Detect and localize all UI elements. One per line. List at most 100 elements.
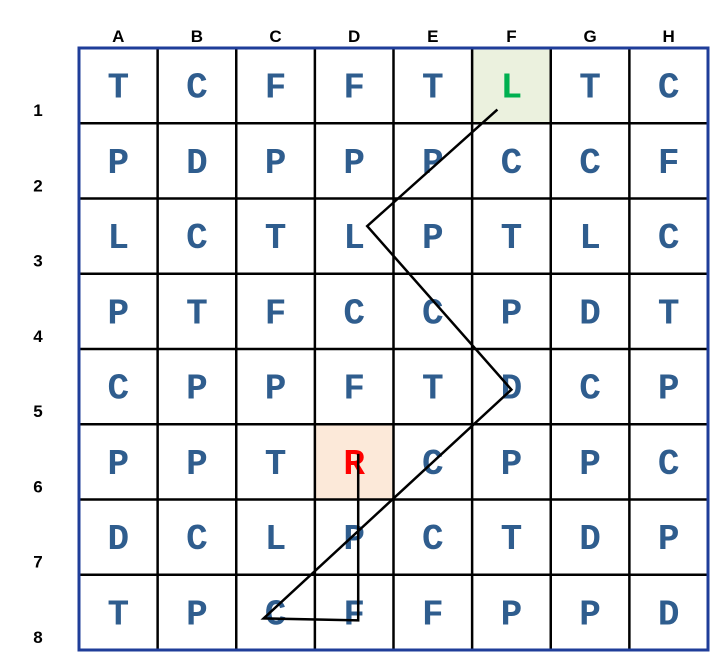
cell-g4[interactable]: D: [550, 273, 630, 349]
cell-e2[interactable]: P: [393, 123, 473, 199]
cell-g6[interactable]: P: [550, 424, 630, 500]
cell-f6[interactable]: P: [472, 424, 551, 500]
cell-e8[interactable]: F: [393, 574, 473, 650]
cell-letter: T: [658, 293, 680, 334]
cell-b3[interactable]: C: [157, 198, 237, 274]
cell-g5[interactable]: C: [550, 349, 630, 425]
cell-e3[interactable]: P: [393, 198, 473, 274]
cell-c6[interactable]: T: [236, 424, 315, 500]
cell-d2[interactable]: P: [314, 123, 394, 199]
cell-background: [79, 499, 158, 575]
cell-a3[interactable]: L: [79, 198, 158, 274]
cell-b8[interactable]: P: [157, 574, 237, 650]
cell-background: [472, 123, 551, 199]
cell-h6[interactable]: C: [629, 424, 708, 500]
cell-a2[interactable]: P: [79, 123, 158, 199]
cell-background: [472, 574, 551, 650]
cell-letter: C: [186, 519, 208, 560]
cell-d4[interactable]: C: [314, 273, 394, 349]
board-border: [77, 46, 710, 652]
cell-background: [393, 349, 473, 425]
row-label-5: 5: [33, 402, 42, 421]
cell-letter: P: [186, 594, 208, 635]
cell-c2[interactable]: P: [236, 123, 315, 199]
cell-a8[interactable]: T: [79, 574, 158, 650]
cell-background: [79, 198, 158, 274]
cell-g8[interactable]: P: [550, 574, 630, 650]
cell-f1[interactable]: L: [472, 48, 551, 124]
cell-letter: P: [108, 293, 130, 334]
cell-background: [236, 48, 315, 124]
cell-a1[interactable]: T: [79, 48, 158, 124]
cell-background: [472, 48, 551, 124]
cell-letter: P: [108, 143, 130, 184]
cell-b5[interactable]: P: [157, 349, 237, 425]
cell-c1[interactable]: F: [236, 48, 315, 124]
cell-letter: C: [501, 143, 523, 184]
cell-letter: D: [108, 519, 130, 560]
cell-b7[interactable]: C: [157, 499, 237, 575]
cell-background: [629, 424, 708, 500]
cell-letter: P: [579, 594, 601, 635]
cell-a5[interactable]: C: [79, 349, 158, 425]
cell-h8[interactable]: D: [629, 574, 708, 650]
cell-h1[interactable]: C: [629, 48, 708, 124]
cell-g2[interactable]: C: [550, 123, 630, 199]
cell-d1[interactable]: F: [314, 48, 394, 124]
cell-letter: T: [265, 444, 287, 485]
cell-h3[interactable]: C: [629, 198, 708, 274]
cell-letter: C: [265, 594, 287, 635]
cell-letter: P: [501, 293, 523, 334]
cell-e1[interactable]: T: [393, 48, 473, 124]
cell-f8[interactable]: P: [472, 574, 551, 650]
cell-h7[interactable]: P: [629, 499, 708, 575]
cell-a4[interactable]: P: [79, 273, 158, 349]
cell-background: [79, 349, 158, 425]
cell-d5[interactable]: F: [314, 349, 394, 425]
cell-c3[interactable]: T: [236, 198, 315, 274]
cell-letter: F: [422, 594, 444, 635]
cell-d3[interactable]: L: [314, 198, 394, 274]
cell-g1[interactable]: T: [550, 48, 630, 124]
cell-c7[interactable]: L: [236, 499, 315, 575]
cell-g7[interactable]: D: [550, 499, 630, 575]
cell-background: [236, 123, 315, 199]
cell-c8[interactable]: C: [236, 574, 315, 650]
cell-letter: F: [343, 68, 365, 109]
cell-b6[interactable]: P: [157, 424, 237, 500]
cell-f3[interactable]: T: [472, 198, 551, 274]
cell-a7[interactable]: D: [79, 499, 158, 575]
cell-background: [157, 123, 237, 199]
cell-d8[interactable]: F: [314, 574, 394, 650]
cell-h5[interactable]: P: [629, 349, 708, 425]
cell-b2[interactable]: D: [157, 123, 237, 199]
cell-d6[interactable]: R: [314, 424, 394, 500]
cell-e7[interactable]: C: [393, 499, 473, 575]
cell-h4[interactable]: T: [629, 273, 708, 349]
cell-c4[interactable]: F: [236, 273, 315, 349]
cell-a6[interactable]: P: [79, 424, 158, 500]
cell-f7[interactable]: T: [472, 499, 551, 575]
cell-f4[interactable]: P: [472, 273, 551, 349]
cell-b1[interactable]: C: [157, 48, 237, 124]
cell-background: [157, 499, 237, 575]
cell-letter: C: [343, 293, 365, 334]
cell-background: [157, 48, 237, 124]
cell-b4[interactable]: T: [157, 273, 237, 349]
cell-e5[interactable]: T: [393, 349, 473, 425]
cell-background: [550, 499, 630, 575]
cell-letter: C: [422, 519, 444, 560]
column-label-c: C: [269, 27, 281, 46]
cell-g3[interactable]: L: [550, 198, 630, 274]
cell-e4[interactable]: C: [393, 273, 473, 349]
row-label-7: 7: [33, 553, 42, 572]
column-label-a: A: [112, 27, 124, 46]
cell-letter: P: [265, 143, 287, 184]
cell-f2[interactable]: C: [472, 123, 551, 199]
cell-background: [629, 499, 708, 575]
cell-letter: T: [422, 68, 444, 109]
cell-background: [157, 349, 237, 425]
cell-h2[interactable]: F: [629, 123, 708, 199]
cell-c5[interactable]: P: [236, 349, 315, 425]
